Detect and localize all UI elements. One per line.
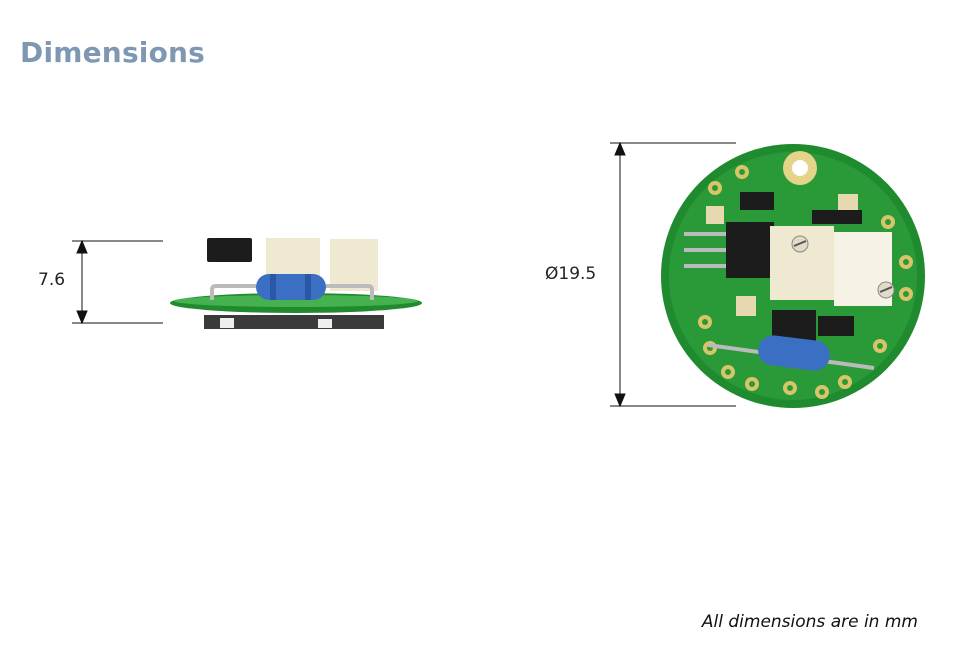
- height-dimension-line: [72, 239, 163, 325]
- pcb-side-view: [170, 238, 422, 329]
- diameter-dimension-label: Ø19.5: [545, 264, 597, 284]
- page-title: Dimensions: [20, 36, 206, 69]
- connector-icon: [330, 239, 378, 291]
- units-note: All dimensions are in mm: [701, 612, 918, 632]
- resistor-icon: [256, 274, 326, 300]
- chip-icon: [207, 238, 252, 262]
- diameter-dimension-line: [610, 141, 736, 408]
- height-dimension-label: 7.6: [38, 270, 66, 290]
- resistor-icon: [758, 335, 830, 371]
- chip-icon: [726, 222, 774, 278]
- pcb-top-view: [661, 144, 925, 408]
